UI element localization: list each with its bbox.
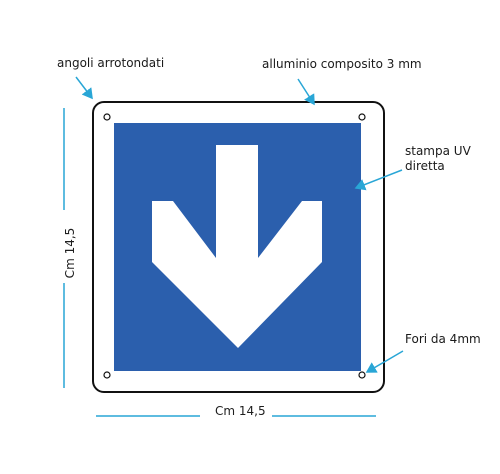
pointer-material: [297, 78, 315, 106]
hole-bottom-left: [103, 371, 111, 379]
hole-top-left: [103, 113, 111, 121]
label-material: alluminio composito 3 mm: [262, 57, 422, 71]
label-uv-print: stampa UV diretta: [405, 144, 471, 174]
pointer-holes: [365, 350, 404, 373]
hole-bottom-right: [358, 371, 366, 379]
pointer-uv-print: [354, 169, 403, 191]
label-rounded-corners: angoli arrotondati: [57, 56, 165, 70]
arrow-down-icon: [152, 145, 322, 348]
hole-top-right: [358, 113, 366, 121]
pointer-rounded-corners: [75, 76, 93, 100]
label-width-dimension: Cm 14,5: [215, 404, 266, 418]
label-height-dimension: Cm 14,5: [63, 227, 77, 279]
label-uv-print-line1: stampa UV: [405, 144, 471, 158]
label-uv-print-line2: diretta: [405, 159, 445, 173]
label-holes: Fori da 4mm: [405, 332, 481, 346]
